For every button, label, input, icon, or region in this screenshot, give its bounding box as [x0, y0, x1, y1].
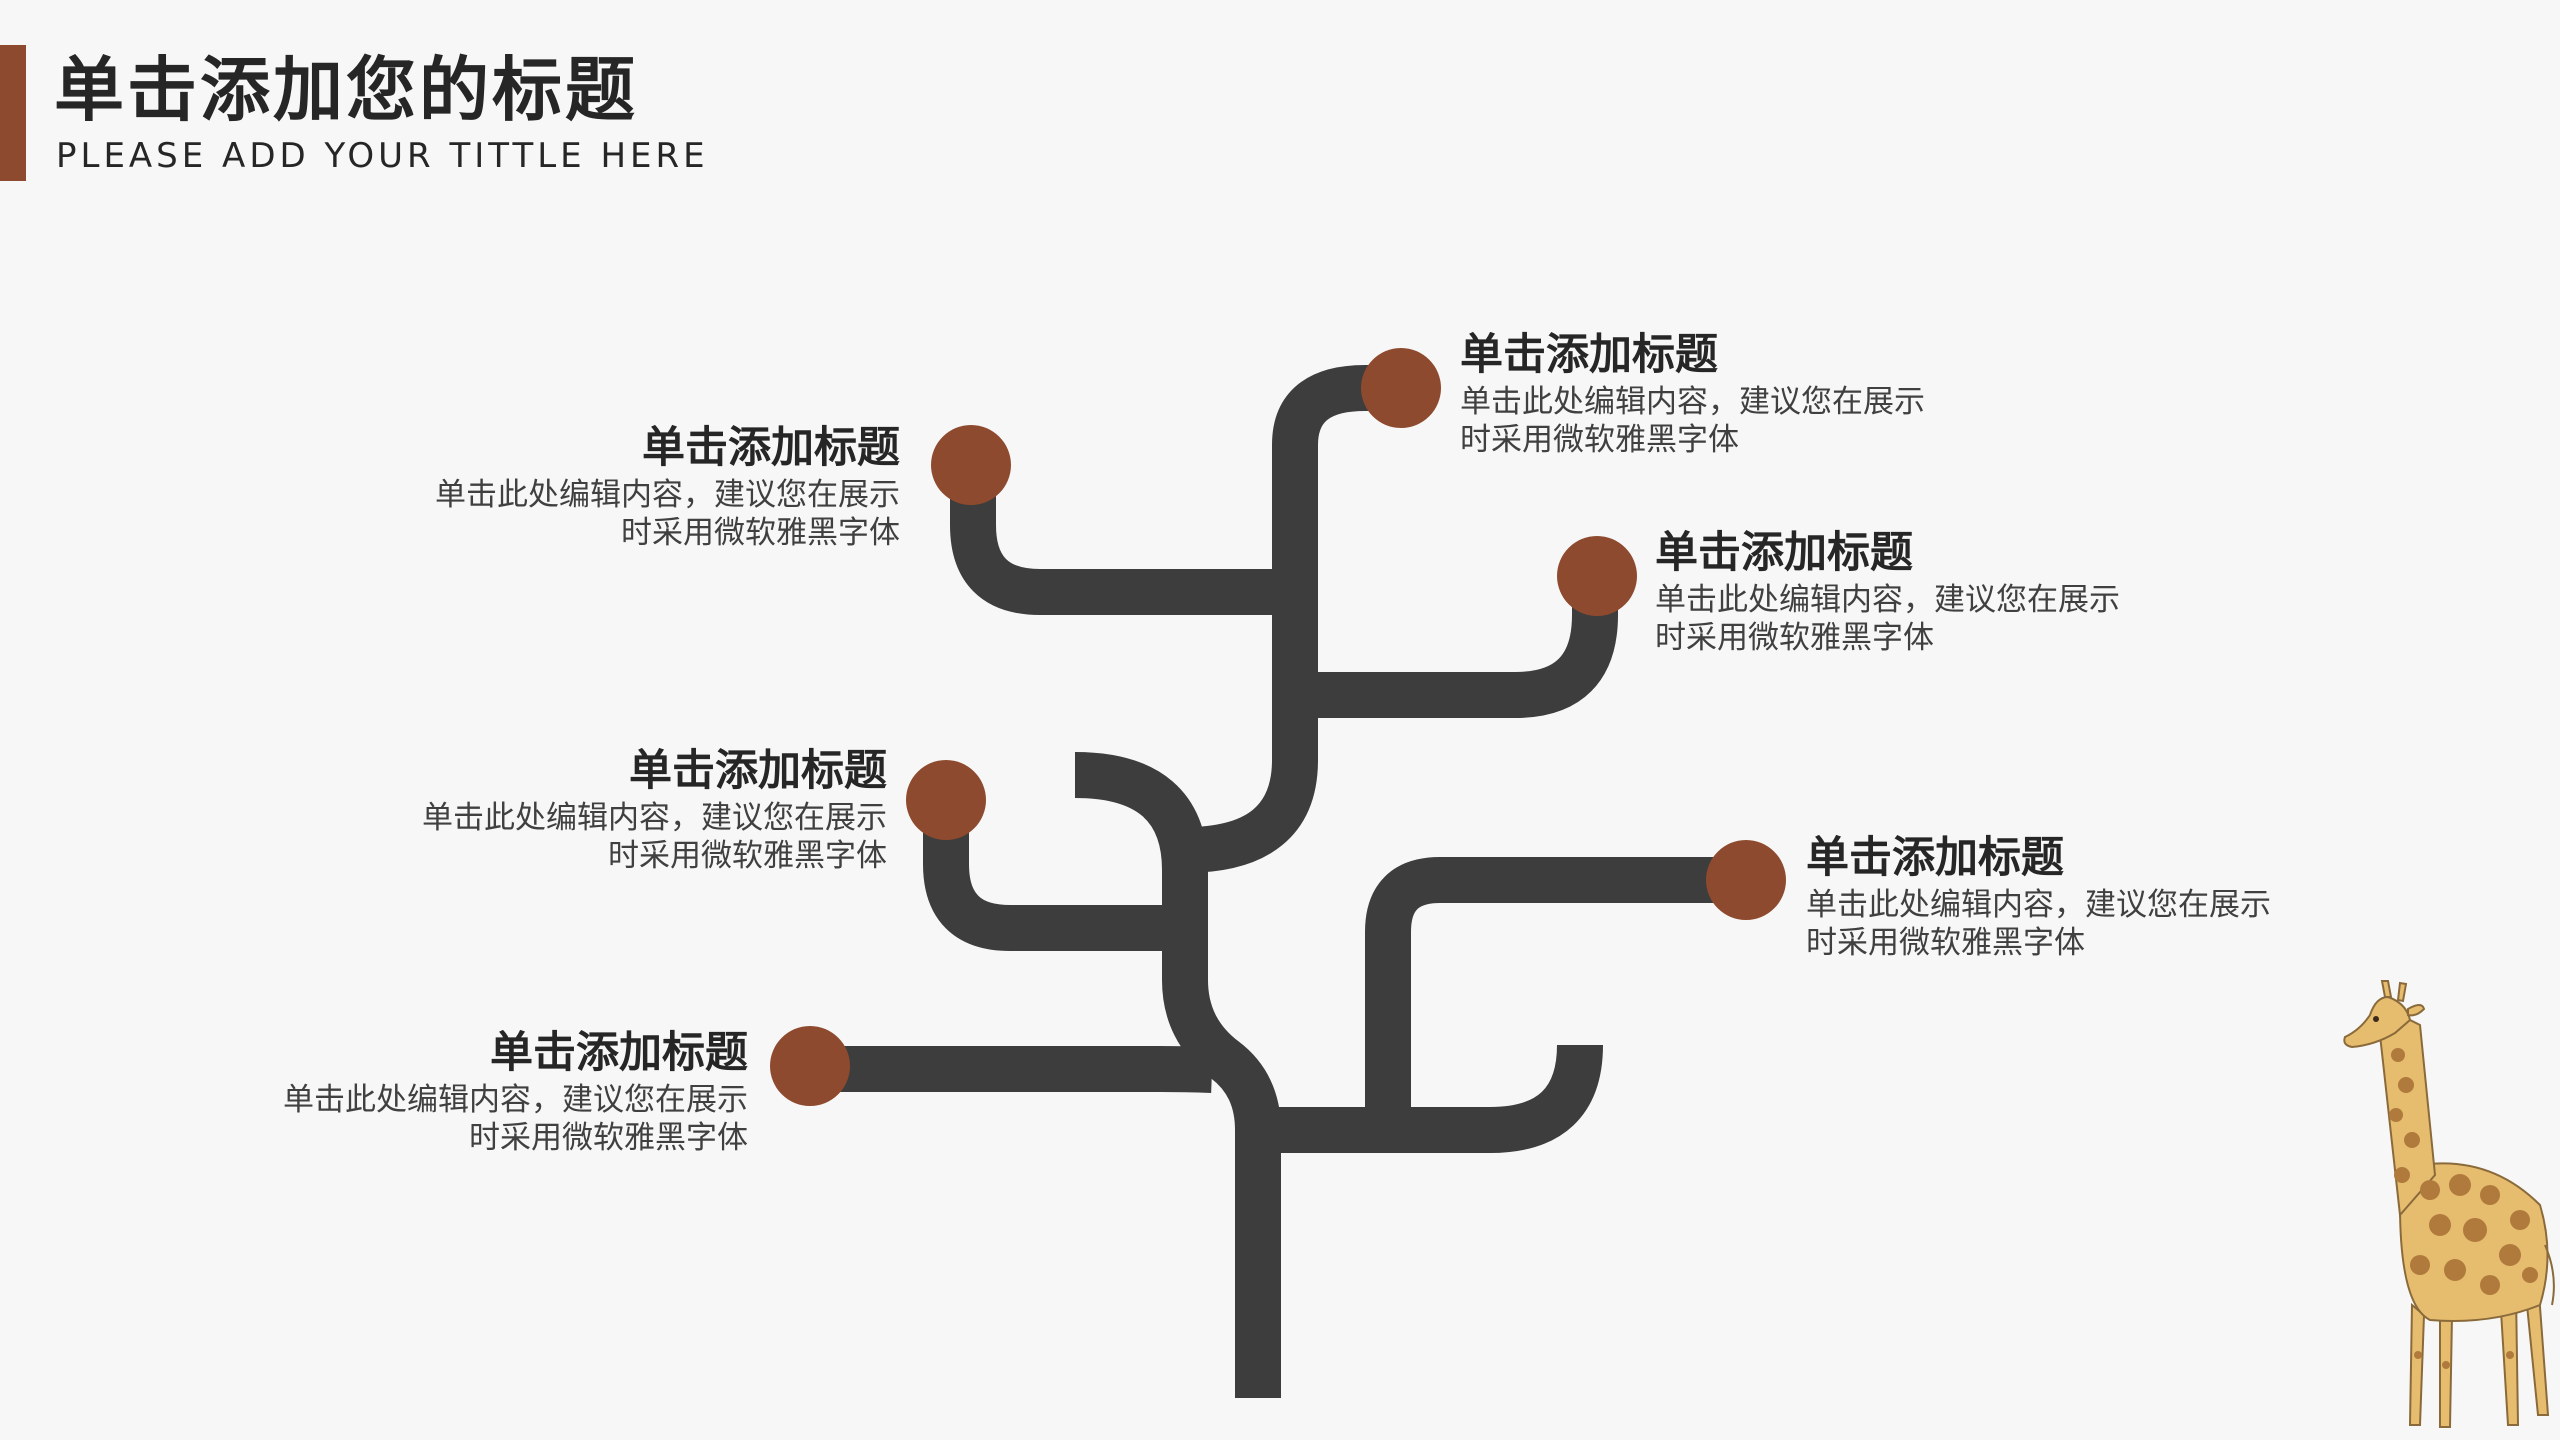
node-title: 单击添加标题	[1655, 528, 1913, 578]
node-marker-1	[931, 425, 1011, 505]
node-desc-line-1: 单击此处编辑内容，建议您在展示	[1460, 384, 1925, 420]
node-desc-line-1: 单击此处编辑内容，建议您在展示	[435, 477, 900, 513]
node-marker-2	[1361, 348, 1441, 428]
node-desc-line-2: 时采用微软雅黑字体	[1806, 925, 2085, 961]
node-desc-line-1: 单击此处编辑内容，建议您在展示	[283, 1082, 748, 1118]
node-title: 单击添加标题	[1460, 330, 1718, 380]
page-subtitle: PLEASE ADD YOUR TITTLE HERE	[56, 136, 709, 176]
node-marker-6	[770, 1026, 850, 1106]
node-marker-3	[1557, 536, 1637, 616]
node-label-5: 单击添加标题 单击此处编辑内容，建议您在展示 时采用微软雅黑字体	[1806, 830, 2271, 962]
node-desc-line-2: 时采用微软雅黑字体	[469, 1120, 748, 1156]
node-marker-4	[906, 760, 986, 840]
title-accent-bar	[0, 45, 26, 181]
branch-right-lower	[1258, 1044, 1603, 1153]
tree-trunk	[1074, 752, 1281, 1398]
branch-upper-trunk	[1184, 365, 1398, 873]
node-label-3: 单击添加标题 单击此处编辑内容，建议您在展示 时采用微软雅黑字体	[1655, 525, 2120, 657]
node-label-1: 单击添加标题 单击此处编辑内容，建议您在展示 时采用微软雅黑字体	[435, 420, 900, 552]
branch-right-upper	[1295, 578, 1618, 718]
node-marker-5	[1706, 840, 1786, 920]
node-desc-line-2: 时采用微软雅黑字体	[608, 838, 887, 874]
node-title: 单击添加标题	[629, 746, 887, 796]
node-desc-line-2: 时采用微软雅黑字体	[1655, 620, 1934, 656]
node-desc-line-1: 单击此处编辑内容，建议您在展示	[422, 800, 887, 836]
node-desc-line-1: 单击此处编辑内容，建议您在展示	[1655, 582, 2120, 618]
node-label-4: 单击添加标题 单击此处编辑内容，建议您在展示 时采用微软雅黑字体	[422, 743, 887, 875]
node-desc-line-1: 单击此处编辑内容，建议您在展示	[1806, 887, 2271, 923]
node-label-2: 单击添加标题 单击此处编辑内容，建议您在展示 时采用微软雅黑字体	[1460, 327, 1925, 459]
node-label-6: 单击添加标题 单击此处编辑内容，建议您在展示 时采用微软雅黑字体	[283, 1025, 748, 1157]
giraffe-icon	[2343, 980, 2555, 1428]
node-title: 单击添加标题	[1806, 833, 2064, 883]
node-desc-line-2: 时采用微软雅黑字体	[1460, 422, 1739, 458]
branch-middle-left	[923, 815, 1185, 951]
node-title: 单击添加标题	[642, 423, 900, 473]
branch-top-left	[950, 468, 1295, 615]
page-title: 单击添加您的标题	[54, 49, 638, 131]
branch-bottom-left	[810, 1046, 1213, 1093]
branch-right-long	[1365, 857, 1745, 1130]
node-title: 单击添加标题	[490, 1028, 748, 1078]
node-desc-line-2: 时采用微软雅黑字体	[621, 515, 900, 551]
